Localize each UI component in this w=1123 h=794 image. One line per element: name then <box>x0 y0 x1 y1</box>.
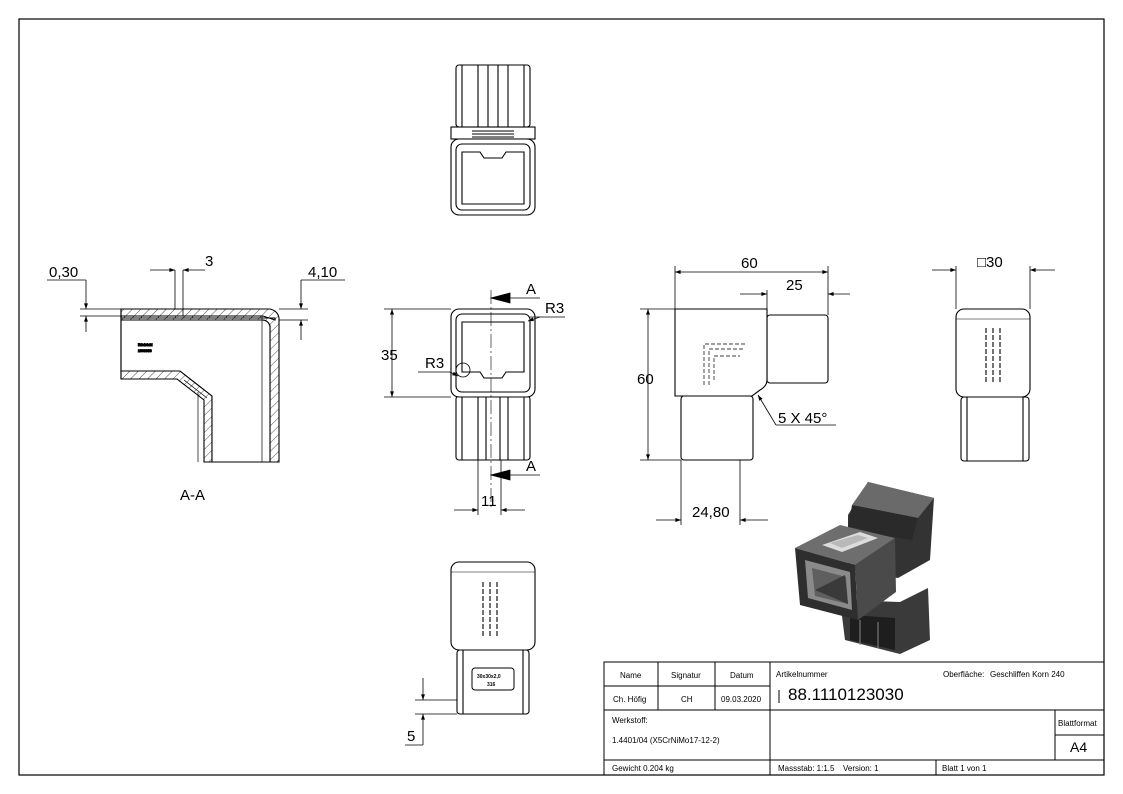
side-dimensions <box>384 290 565 515</box>
bottom-tag-line2: 316 <box>487 682 496 688</box>
oberflaeche-value: Geschliffen Korn 240 <box>990 670 1065 679</box>
dim-five: 5 <box>407 728 415 745</box>
hdr-name: Name <box>620 671 642 680</box>
bottom-dimensions <box>405 678 457 746</box>
name-value: Ch. Höfig <box>613 695 646 704</box>
cut-label-top: A <box>526 281 536 298</box>
dim-square-30: □30 <box>977 254 1003 271</box>
section-dimensions <box>47 268 345 340</box>
dim-chamfer: 5 X 45° <box>778 410 827 427</box>
dim-leg-25: 25 <box>786 277 803 294</box>
dim-radius-outer: R3 <box>545 300 564 317</box>
artikelnummer-value: 88.1110123030 <box>788 685 904 704</box>
front-view <box>674 308 829 461</box>
datum-value: 09.03.2020 <box>721 695 762 704</box>
top-view <box>450 64 536 216</box>
title-block <box>603 661 1105 776</box>
dim-width-11: 11 <box>481 493 497 510</box>
bottom-view <box>450 561 536 715</box>
cut-arrows <box>489 292 540 481</box>
massstab: Massstab: 1:1.5 <box>778 764 835 773</box>
section-view-a-a: Edelstahl 1003030 <box>120 308 280 463</box>
dim-radius-inner: R3 <box>425 355 444 372</box>
artikelnummer-label: Artikelnummer <box>776 670 828 679</box>
right-view <box>955 308 1031 462</box>
isometric-render <box>795 482 934 654</box>
werkstoff-value: 1.4401/04 (X5CrNiMo17-12-2) <box>612 736 720 745</box>
front-view-hidden-lines <box>703 343 745 385</box>
blattformat-label: Blattformat <box>1058 719 1097 728</box>
dim-wall-thickness: 0,30 <box>49 264 78 281</box>
version: Version: 1 <box>843 764 879 773</box>
gewicht: Gewicht 0.204 kg <box>612 764 674 773</box>
blattformat-value: A4 <box>1070 739 1087 755</box>
side-view <box>450 308 536 461</box>
hdr-signatur: Signatur <box>671 671 701 680</box>
hdr-datum: Datum <box>730 671 754 680</box>
front-dimensions <box>640 266 850 525</box>
oberflaeche-label: Oberfläche: <box>943 670 984 679</box>
blatt: Blatt 1 von 1 <box>942 764 987 773</box>
dim-offset: 4,10 <box>308 264 337 281</box>
right-dimensions <box>932 266 1055 309</box>
section-engraving-2: 1003030 <box>138 349 152 353</box>
bottom-tag-line1: 30x30x2,0 <box>477 674 501 680</box>
dim-height-35: 35 <box>381 347 398 364</box>
dim-overall-height: 60 <box>637 371 654 388</box>
section-label: A-A <box>180 487 205 504</box>
signatur-value: CH <box>681 695 693 704</box>
dim-gap: 3 <box>205 253 213 270</box>
dim-overall-width: 60 <box>741 255 758 272</box>
dim-bottom-24-80: 24,80 <box>692 504 730 521</box>
werkstoff-label: Werkstoff: <box>612 716 648 725</box>
drawing-frame <box>18 18 1105 776</box>
cut-label-bottom: A <box>526 458 536 475</box>
section-engraving-1: Edelstahl <box>138 343 153 347</box>
